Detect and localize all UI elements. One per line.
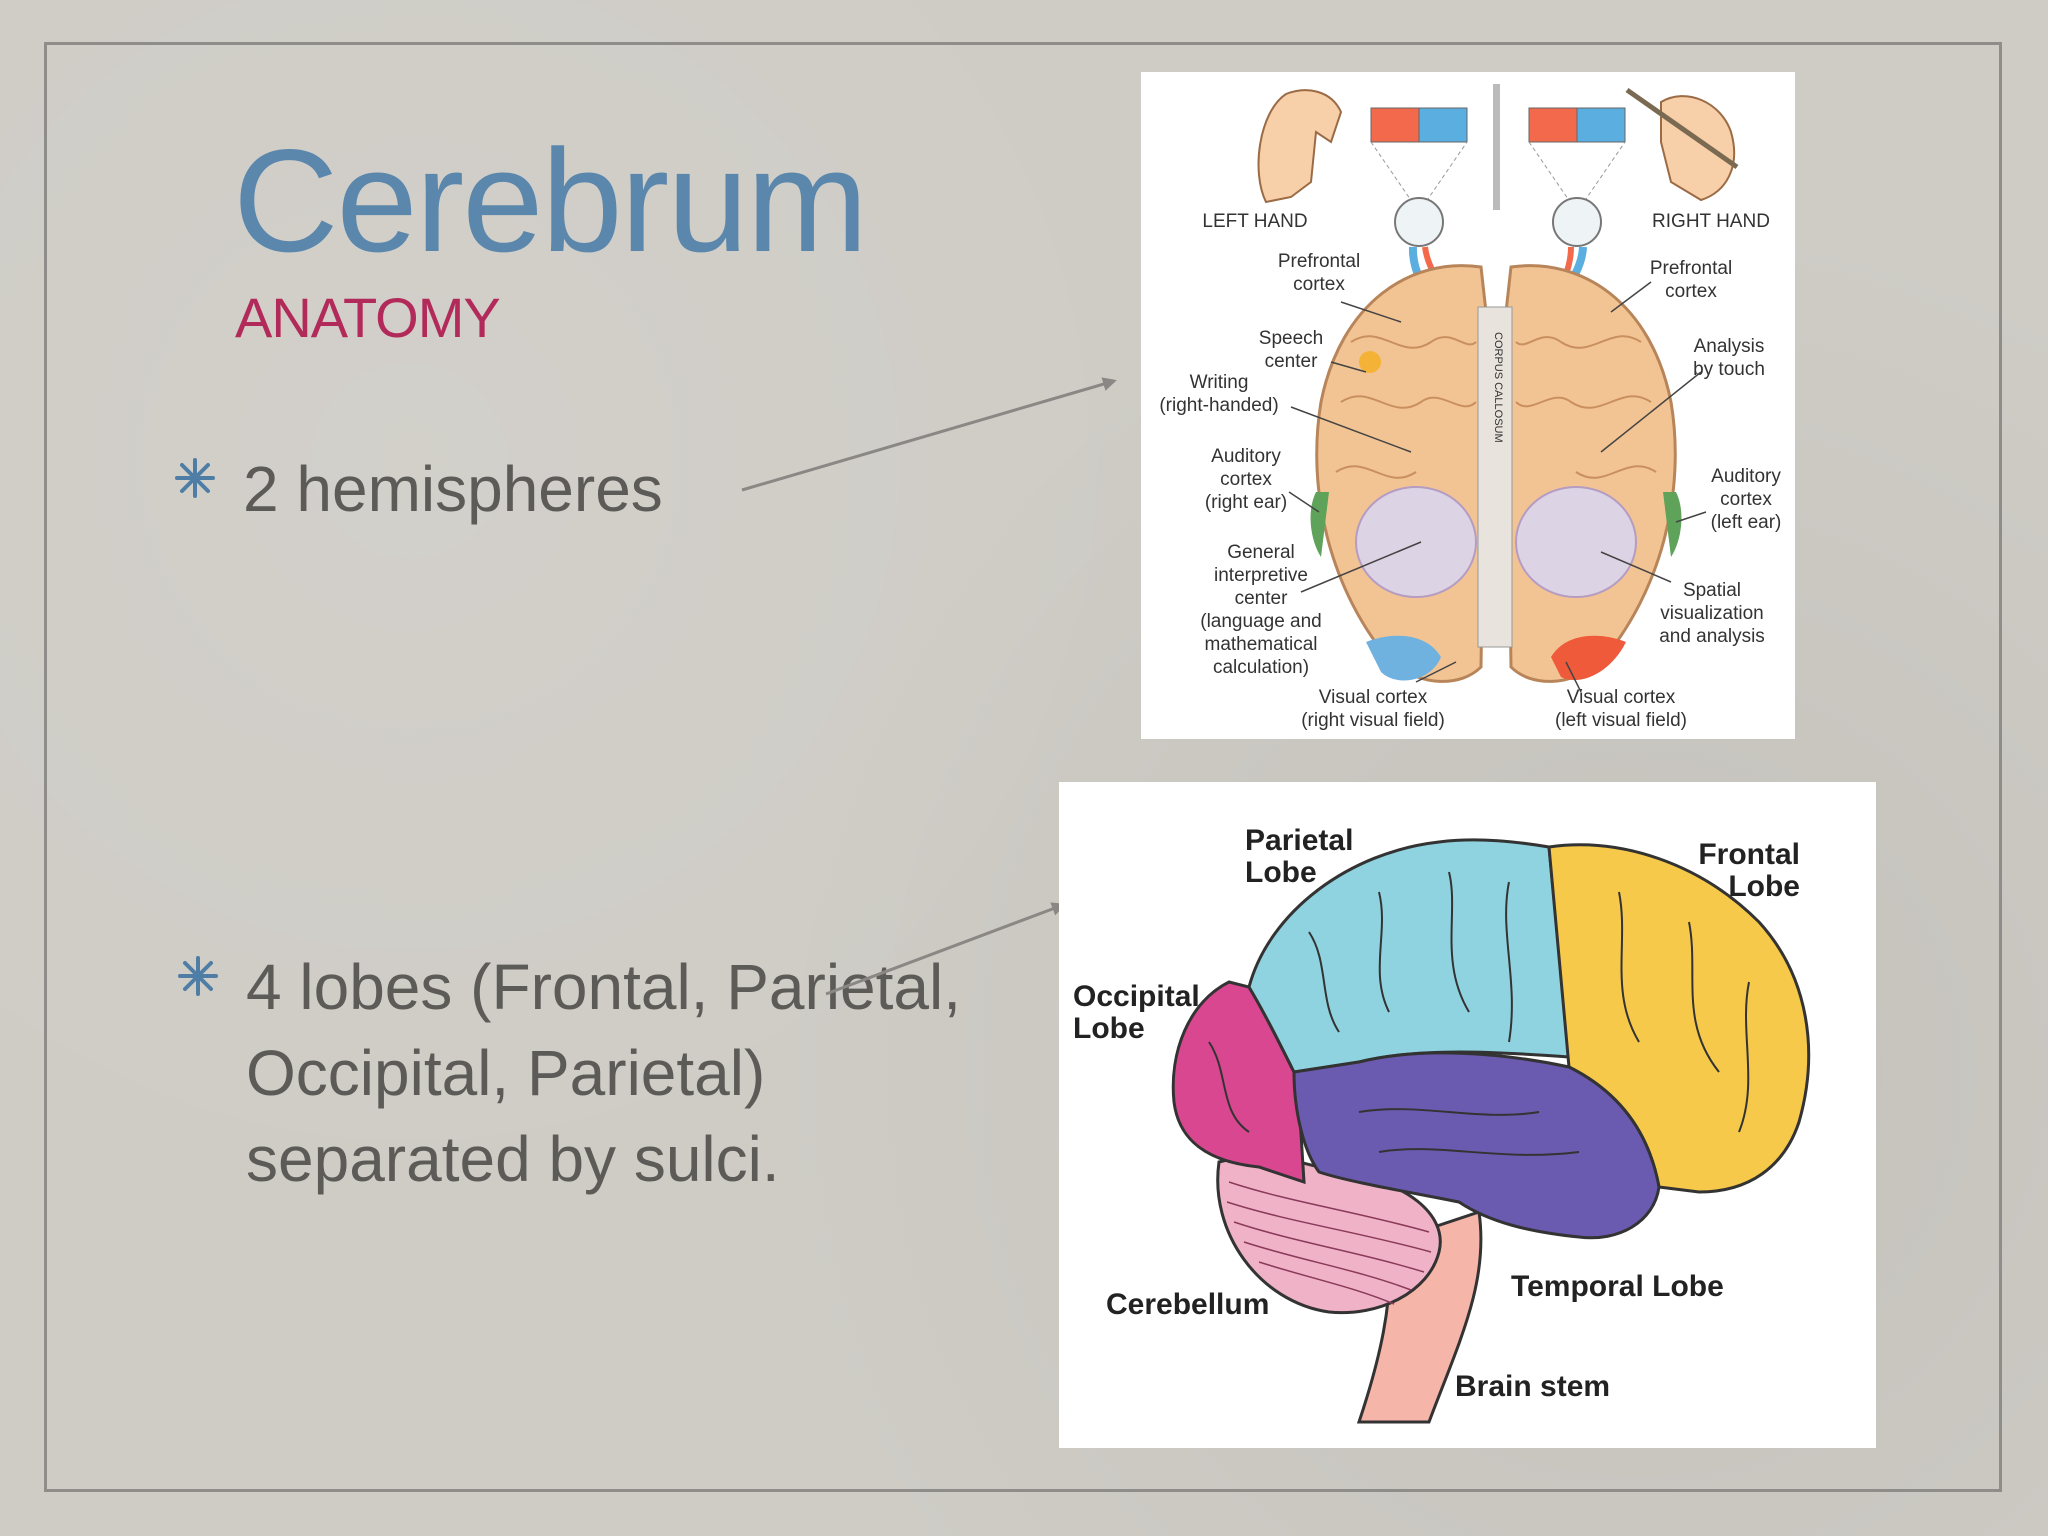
spatial-label: Spatial — [1683, 580, 1741, 601]
frontal-lobe-label: Frontal — [1698, 838, 1800, 871]
left-visual-cortex-label: Visual cortex — [1319, 687, 1428, 708]
right-visual-cortex-label: Visual cortex — [1567, 687, 1676, 708]
speech-center-label: center — [1265, 351, 1318, 372]
right-hand-icon — [1660, 95, 1736, 202]
parietal-lobe-label: Parietal — [1245, 824, 1353, 857]
lobes-diagram: Parietal Lobe Frontal Lobe Occipital Lob… — [1059, 782, 1876, 1448]
spatial-label: visualization — [1660, 603, 1764, 624]
slide-title: Cerebrum — [233, 119, 868, 282]
analysis-by-touch-label: Analysis — [1694, 336, 1765, 357]
right-auditory-label: Auditory — [1711, 466, 1781, 487]
general-interpretive-label: center — [1235, 588, 1288, 609]
spatial-label: and analysis — [1659, 626, 1765, 647]
general-interpretive-label: (language and — [1200, 611, 1322, 632]
lobes-svg: Parietal Lobe Frontal Lobe Occipital Lob… — [1073, 824, 1811, 1424]
right-hand-label: RIGHT HAND — [1652, 211, 1770, 232]
general-interpretive-label: interpretive — [1214, 565, 1308, 586]
left-auditory-label: (right ear) — [1205, 492, 1287, 513]
right-hemisphere — [1504, 264, 1677, 683]
slide-frame — [44, 42, 2002, 1492]
speech-center-label: Speech — [1259, 328, 1323, 349]
occipital-lobe-label: Occipital — [1073, 980, 1200, 1013]
hemisphere-svg: CORPUS CALLOSUM LEFT HAND RIGHT HAND Pre… — [1159, 84, 1782, 731]
left-hand-icon — [1257, 89, 1343, 204]
asterisk-bullet-icon — [175, 458, 215, 498]
slide-subtitle: ANATOMY — [235, 286, 501, 349]
right-auditory-label: (left ear) — [1711, 512, 1782, 533]
left-hemisphere — [1315, 264, 1488, 683]
left-prefrontal-label: Prefrontal — [1278, 251, 1360, 272]
general-interpretive-label: calculation) — [1213, 657, 1309, 678]
right-visual-cortex-label: (left visual field) — [1555, 710, 1687, 731]
temporal-lobe-label: Temporal Lobe — [1511, 1270, 1724, 1303]
parietal-lobe-label: Lobe — [1245, 856, 1317, 889]
cerebellum — [1216, 1150, 1442, 1315]
brain-stem-label: Brain stem — [1455, 1370, 1610, 1403]
asterisk-bullet-icon — [178, 956, 218, 996]
left-hand-label: LEFT HAND — [1202, 211, 1307, 232]
left-prefrontal-label: cortex — [1293, 274, 1345, 295]
cerebellum-label: Cerebellum — [1106, 1288, 1269, 1321]
corpus-callosum-label: CORPUS CALLOSUM — [1492, 332, 1504, 443]
writing-label: (right-handed) — [1159, 395, 1278, 416]
temporal-lobe — [1292, 1051, 1661, 1240]
left-auditory-label: Auditory — [1211, 446, 1281, 467]
right-auditory-label: cortex — [1720, 489, 1772, 510]
general-interpretive-label: mathematical — [1205, 634, 1318, 655]
left-visual-cortex-label: (right visual field) — [1301, 710, 1445, 731]
pencil-icon — [1625, 87, 1739, 170]
occipital-lobe-label: Lobe — [1073, 1012, 1145, 1045]
bullet-text: 2 hemispheres — [243, 453, 663, 525]
left-auditory-label: cortex — [1220, 469, 1272, 490]
hemisphere-diagram: CORPUS CALLOSUM LEFT HAND RIGHT HAND Pre… — [1141, 72, 1795, 739]
general-interpretive-label: General — [1227, 542, 1295, 563]
frontal-lobe-label: Lobe — [1728, 870, 1800, 903]
right-prefrontal-label: cortex — [1665, 281, 1717, 302]
bullet-lobes: 4 lobes (Frontal, Parietal, Occipital, P… — [178, 944, 1006, 1202]
bullet-hemispheres: 2 hemispheres — [175, 446, 663, 532]
writing-label: Writing — [1190, 372, 1249, 393]
right-prefrontal-label: Prefrontal — [1650, 258, 1732, 279]
bullet-text: 4 lobes (Frontal, Parietal, Occipital, P… — [246, 951, 961, 1195]
analysis-by-touch-label: by touch — [1693, 359, 1765, 380]
